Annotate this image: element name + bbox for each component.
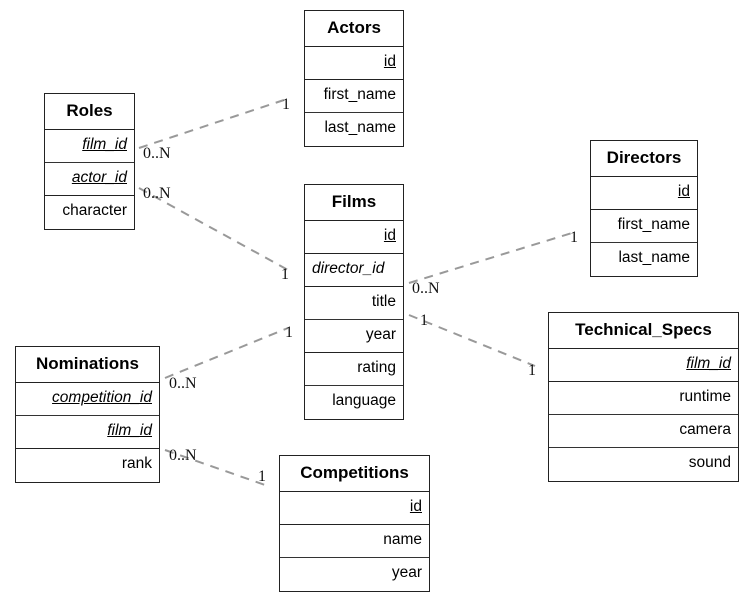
attribute-films-id[interactable]: id (305, 221, 403, 254)
attribute-actors-first-name[interactable]: first_name (305, 80, 403, 113)
attribute-technical-specs-camera[interactable]: camera (549, 415, 738, 448)
cardinality-label-2-target: 1 (570, 229, 578, 246)
attribute-films-year[interactable]: year (305, 320, 403, 353)
attribute-actors-id[interactable]: id (305, 47, 403, 80)
attribute-label: year (391, 564, 422, 581)
cardinality-label-0-target: 1 (282, 96, 290, 113)
attribute-directors-last-name[interactable]: last_name (591, 243, 697, 276)
attribute-label: rating (357, 359, 396, 376)
attribute-technical-specs-sound[interactable]: sound (549, 448, 738, 481)
attribute-label: last_name (618, 249, 690, 266)
entity-title-roles: Roles (45, 94, 134, 130)
attribute-competitions-year[interactable]: year (280, 558, 429, 591)
attribute-roles-character[interactable]: character (45, 196, 134, 229)
attribute-films-language[interactable]: language (305, 386, 403, 419)
attribute-directors-first-name[interactable]: first_name (591, 210, 697, 243)
attribute-label: year (365, 326, 396, 343)
attribute-label: competition_id (52, 389, 152, 406)
attribute-label: last_name (324, 119, 396, 136)
attribute-films-director-id[interactable]: director_id (305, 254, 403, 287)
cardinality-label-2-source: 0..N (412, 280, 440, 297)
attribute-label: sound (688, 454, 731, 471)
attribute-label: film_id (107, 422, 152, 439)
attribute-label: first_name (323, 86, 396, 103)
cardinality-label-5-target: 1 (258, 468, 266, 485)
entity-actors[interactable]: Actors id first_name last_name (304, 10, 404, 147)
cardinality-label-3-source: 1 (420, 312, 428, 329)
attribute-competitions-id[interactable]: id (280, 492, 429, 525)
attribute-label: id (383, 227, 396, 244)
attribute-technical-specs-film-id[interactable]: film_id (549, 349, 738, 382)
relationship-line-0 (138, 99, 285, 149)
attribute-nominations-competition-id[interactable]: competition_id (16, 383, 159, 416)
attribute-label: actor_id (71, 169, 127, 186)
attribute-label: rank (121, 455, 152, 472)
attribute-label: first_name (617, 216, 690, 233)
entity-roles[interactable]: Roles film_id actor_id character (44, 93, 135, 230)
attribute-label: name (383, 531, 422, 548)
cardinality-label-3-target: 1 (528, 362, 536, 379)
attribute-label: character (62, 202, 127, 219)
cardinality-label-4-target: 1 (285, 324, 293, 341)
attribute-label: id (383, 53, 396, 70)
cardinality-label-0-source: 0..N (143, 145, 171, 162)
cardinality-label-4-source: 0..N (169, 375, 197, 392)
cardinality-label-5-source: 0..N (169, 447, 197, 464)
entity-title-directors: Directors (591, 141, 697, 177)
attribute-competitions-name[interactable]: name (280, 525, 429, 558)
attribute-roles-actor-id[interactable]: actor_id (45, 163, 134, 196)
entity-title-nominations: Nominations (16, 347, 159, 383)
relationship-line-4 (164, 327, 289, 379)
attribute-label: camera (679, 421, 731, 438)
attribute-label: runtime (679, 388, 731, 405)
entity-directors[interactable]: Directors id first_name last_name (590, 140, 698, 277)
attribute-label: language (332, 392, 396, 409)
attribute-roles-film-id[interactable]: film_id (45, 130, 134, 163)
attribute-nominations-rank[interactable]: rank (16, 449, 159, 482)
entity-competitions[interactable]: Competitions id name year (279, 455, 430, 592)
attribute-films-rating[interactable]: rating (305, 353, 403, 386)
attribute-label: id (677, 183, 690, 200)
attribute-technical-specs-runtime[interactable]: runtime (549, 382, 738, 415)
attribute-nominations-film-id[interactable]: film_id (16, 416, 159, 449)
attribute-label: director_id (312, 260, 385, 277)
attribute-label: id (409, 498, 422, 515)
attribute-films-title[interactable]: title (305, 287, 403, 320)
attribute-label: film_id (686, 355, 731, 372)
entity-title-technical-specs: Technical_Specs (549, 313, 738, 349)
entity-title-films: Films (305, 185, 403, 221)
cardinality-label-1-target: 1 (281, 266, 289, 283)
entity-title-actors: Actors (305, 11, 403, 47)
attribute-label: title (371, 293, 396, 310)
attribute-label: film_id (82, 136, 127, 153)
attribute-directors-id[interactable]: id (591, 177, 697, 210)
attribute-actors-last-name[interactable]: last_name (305, 113, 403, 146)
entity-title-competitions: Competitions (280, 456, 429, 492)
cardinality-label-1-source: 0..N (143, 185, 171, 202)
relationship-line-2 (408, 232, 573, 284)
